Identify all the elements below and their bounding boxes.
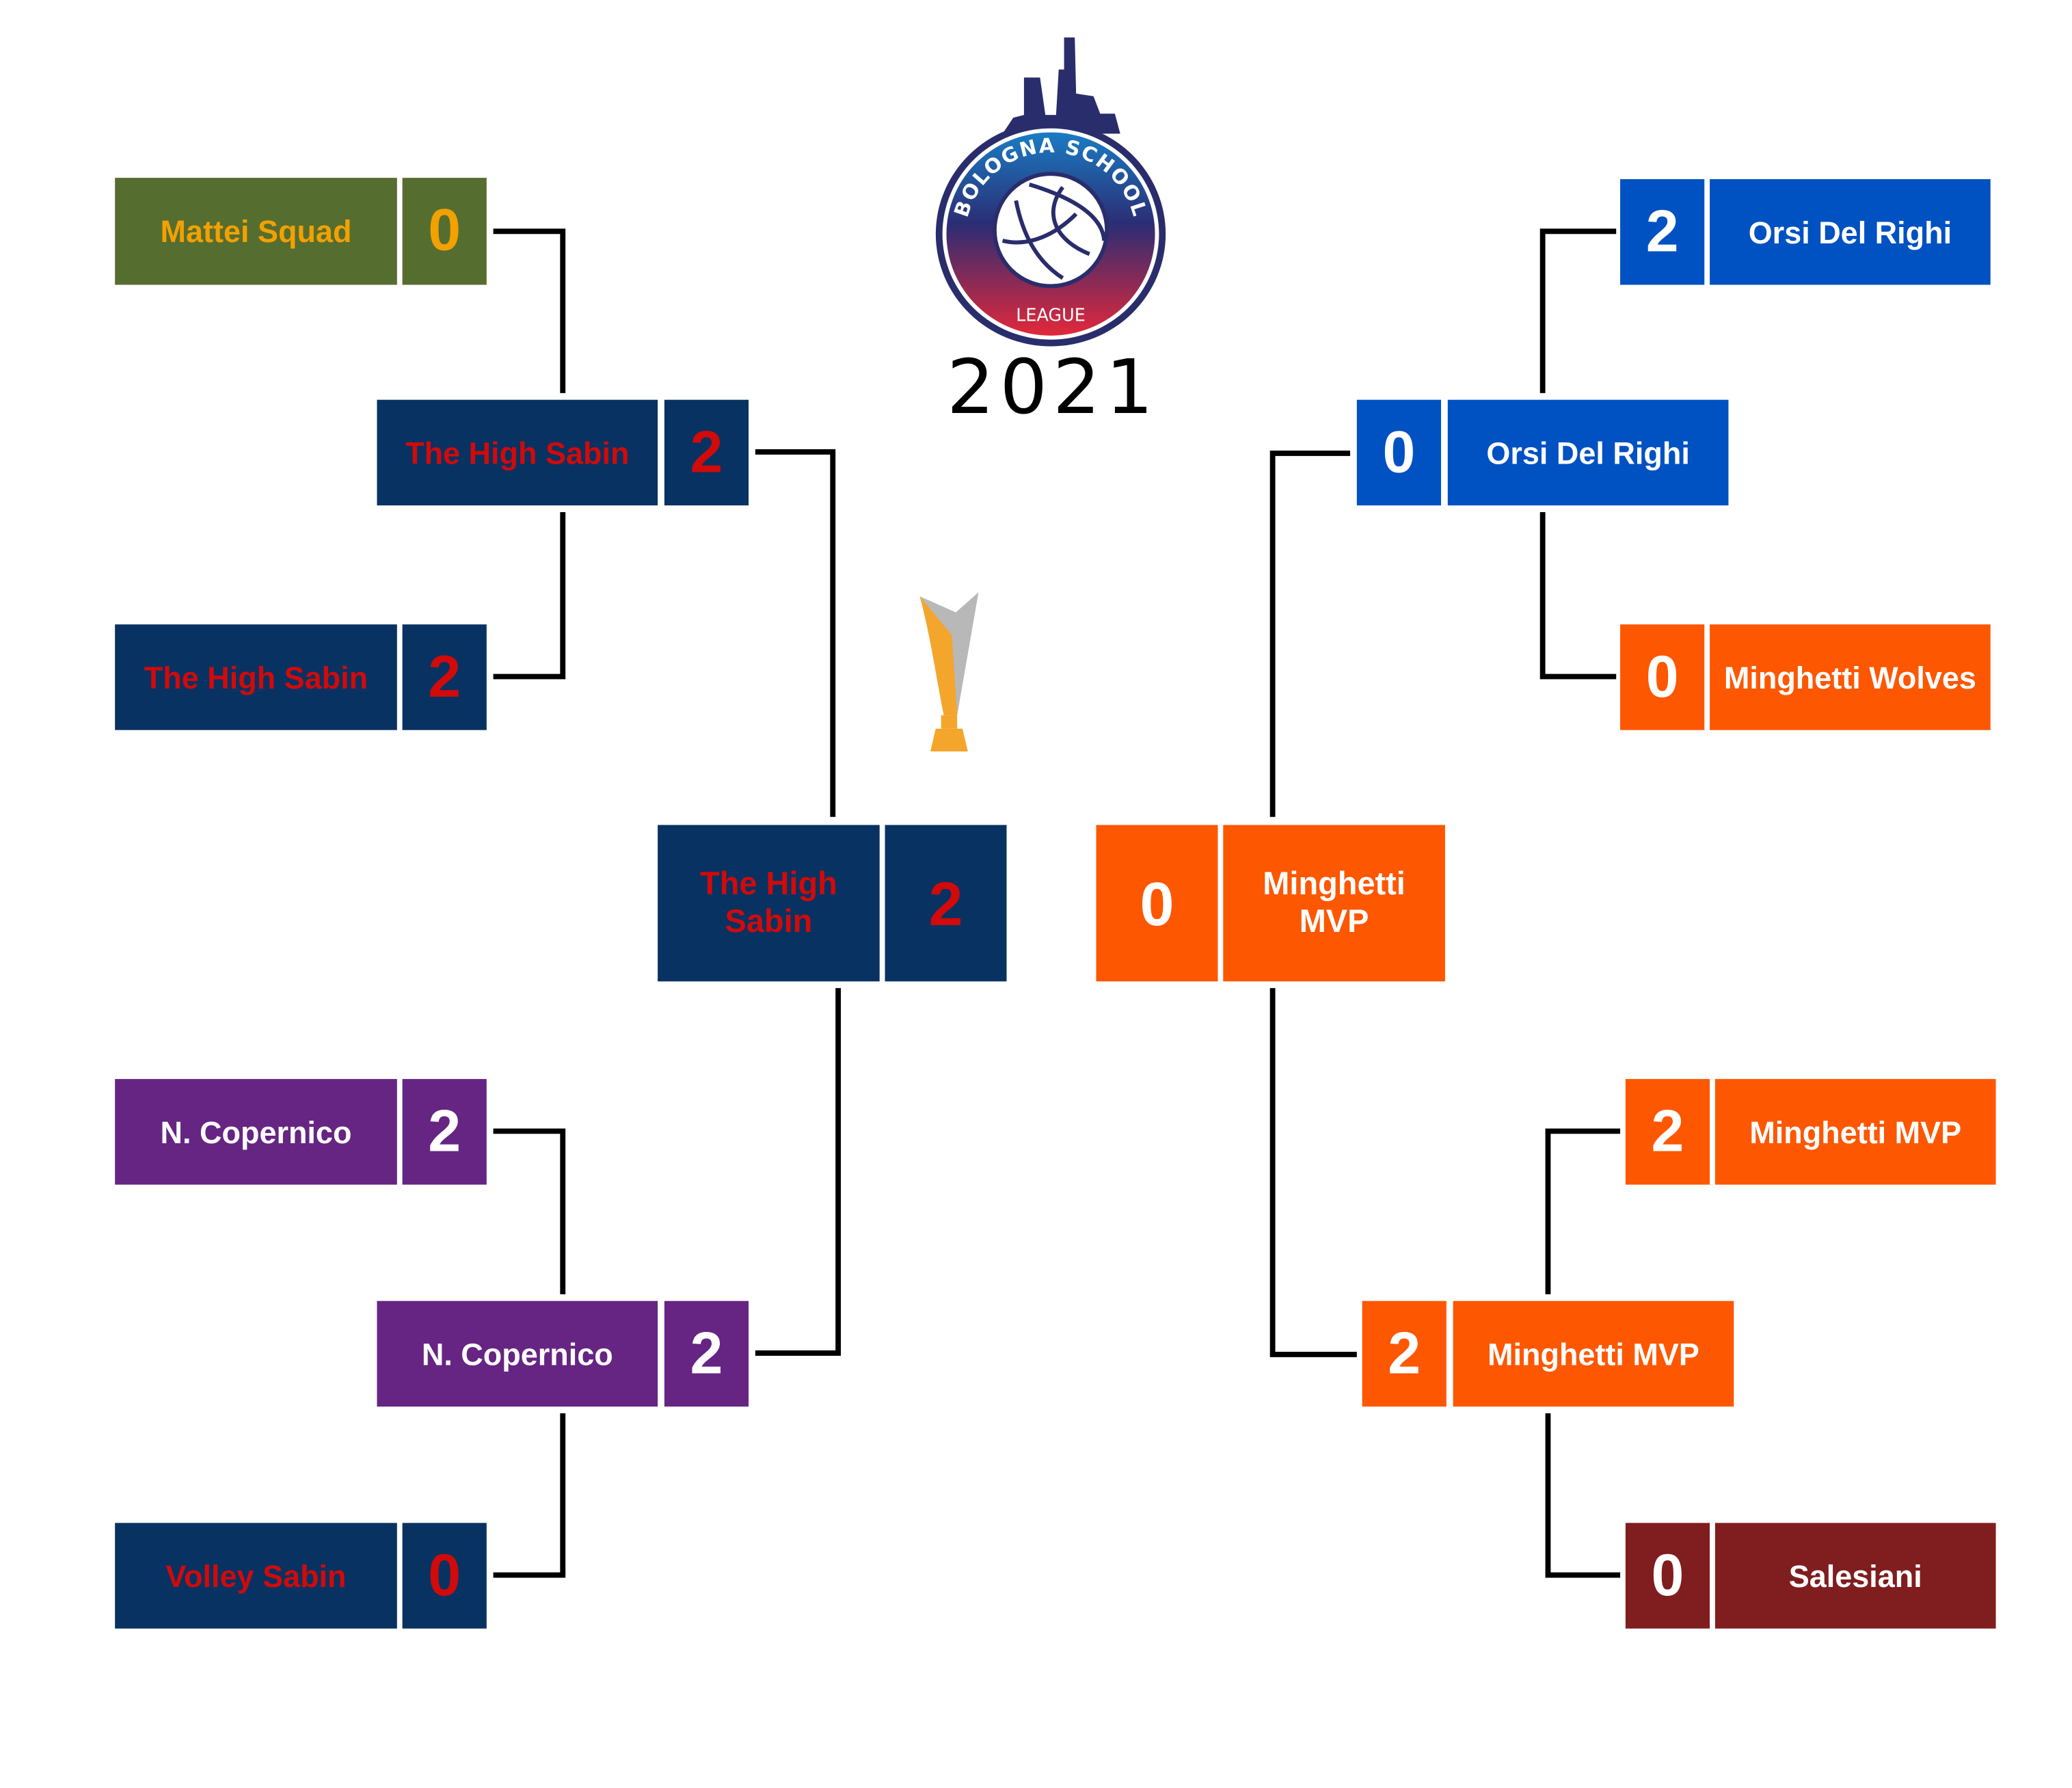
season-year: 2021 — [946, 345, 1159, 432]
team-score: 2 — [664, 399, 749, 506]
team-name: Volley Sabin — [115, 1523, 397, 1629]
team-score: 0 — [1620, 624, 1705, 730]
connector — [1269, 451, 1351, 817]
connector — [1269, 988, 1357, 1357]
skyline-icon — [1002, 37, 1120, 134]
connector — [493, 1413, 566, 1578]
team-score: 0 — [1625, 1523, 1710, 1629]
connector — [755, 449, 836, 817]
finalist-left-score: 2 — [885, 825, 1007, 982]
team-score: 0 — [402, 178, 487, 285]
team-score: 0 — [1356, 399, 1442, 506]
connector — [1545, 1413, 1621, 1578]
team-score: 2 — [1620, 179, 1705, 285]
team-name: Minghetti MVP — [1453, 1300, 1734, 1407]
team-score: 2 — [402, 624, 487, 730]
team-name: Orsi Del Righi — [1447, 399, 1729, 506]
team-name: N. Copernico — [115, 1079, 397, 1185]
finalist-right-score: 0 — [1096, 825, 1218, 982]
team-score: 2 — [402, 1079, 487, 1185]
team-score: 2 — [1625, 1079, 1710, 1185]
team-name: Salesiani — [1714, 1523, 1996, 1629]
volleyball-icon — [992, 172, 1109, 289]
connector — [1545, 1128, 1621, 1294]
team-name: Minghetti MVP — [1714, 1079, 1996, 1185]
team-score: 2 — [1362, 1300, 1447, 1407]
team-score: 0 — [402, 1523, 487, 1629]
connector — [1539, 511, 1617, 680]
team-name: The High Sabin — [377, 399, 658, 506]
svg-text:LEAGUE: LEAGUE — [1016, 304, 1085, 325]
connector — [493, 228, 566, 393]
connector — [493, 1128, 566, 1294]
connector — [493, 511, 566, 680]
team-name: Mattei Squad — [115, 178, 397, 285]
team-score: 2 — [664, 1300, 749, 1407]
team-name: N. Copernico — [377, 1300, 658, 1407]
league-logo: BOLOGNA SCHOOL LEAGUE — [935, 37, 1166, 347]
trophy-icon — [919, 592, 979, 751]
connector — [1539, 228, 1617, 393]
team-name: Minghetti Wolves — [1710, 624, 1991, 730]
finalist-left-name: The High Sabin — [658, 825, 880, 982]
connector — [755, 988, 842, 1356]
finalist-right-name: Minghetti MVP — [1223, 825, 1445, 982]
team-name: The High Sabin — [115, 624, 397, 730]
team-name: Orsi Del Righi — [1710, 179, 1991, 285]
